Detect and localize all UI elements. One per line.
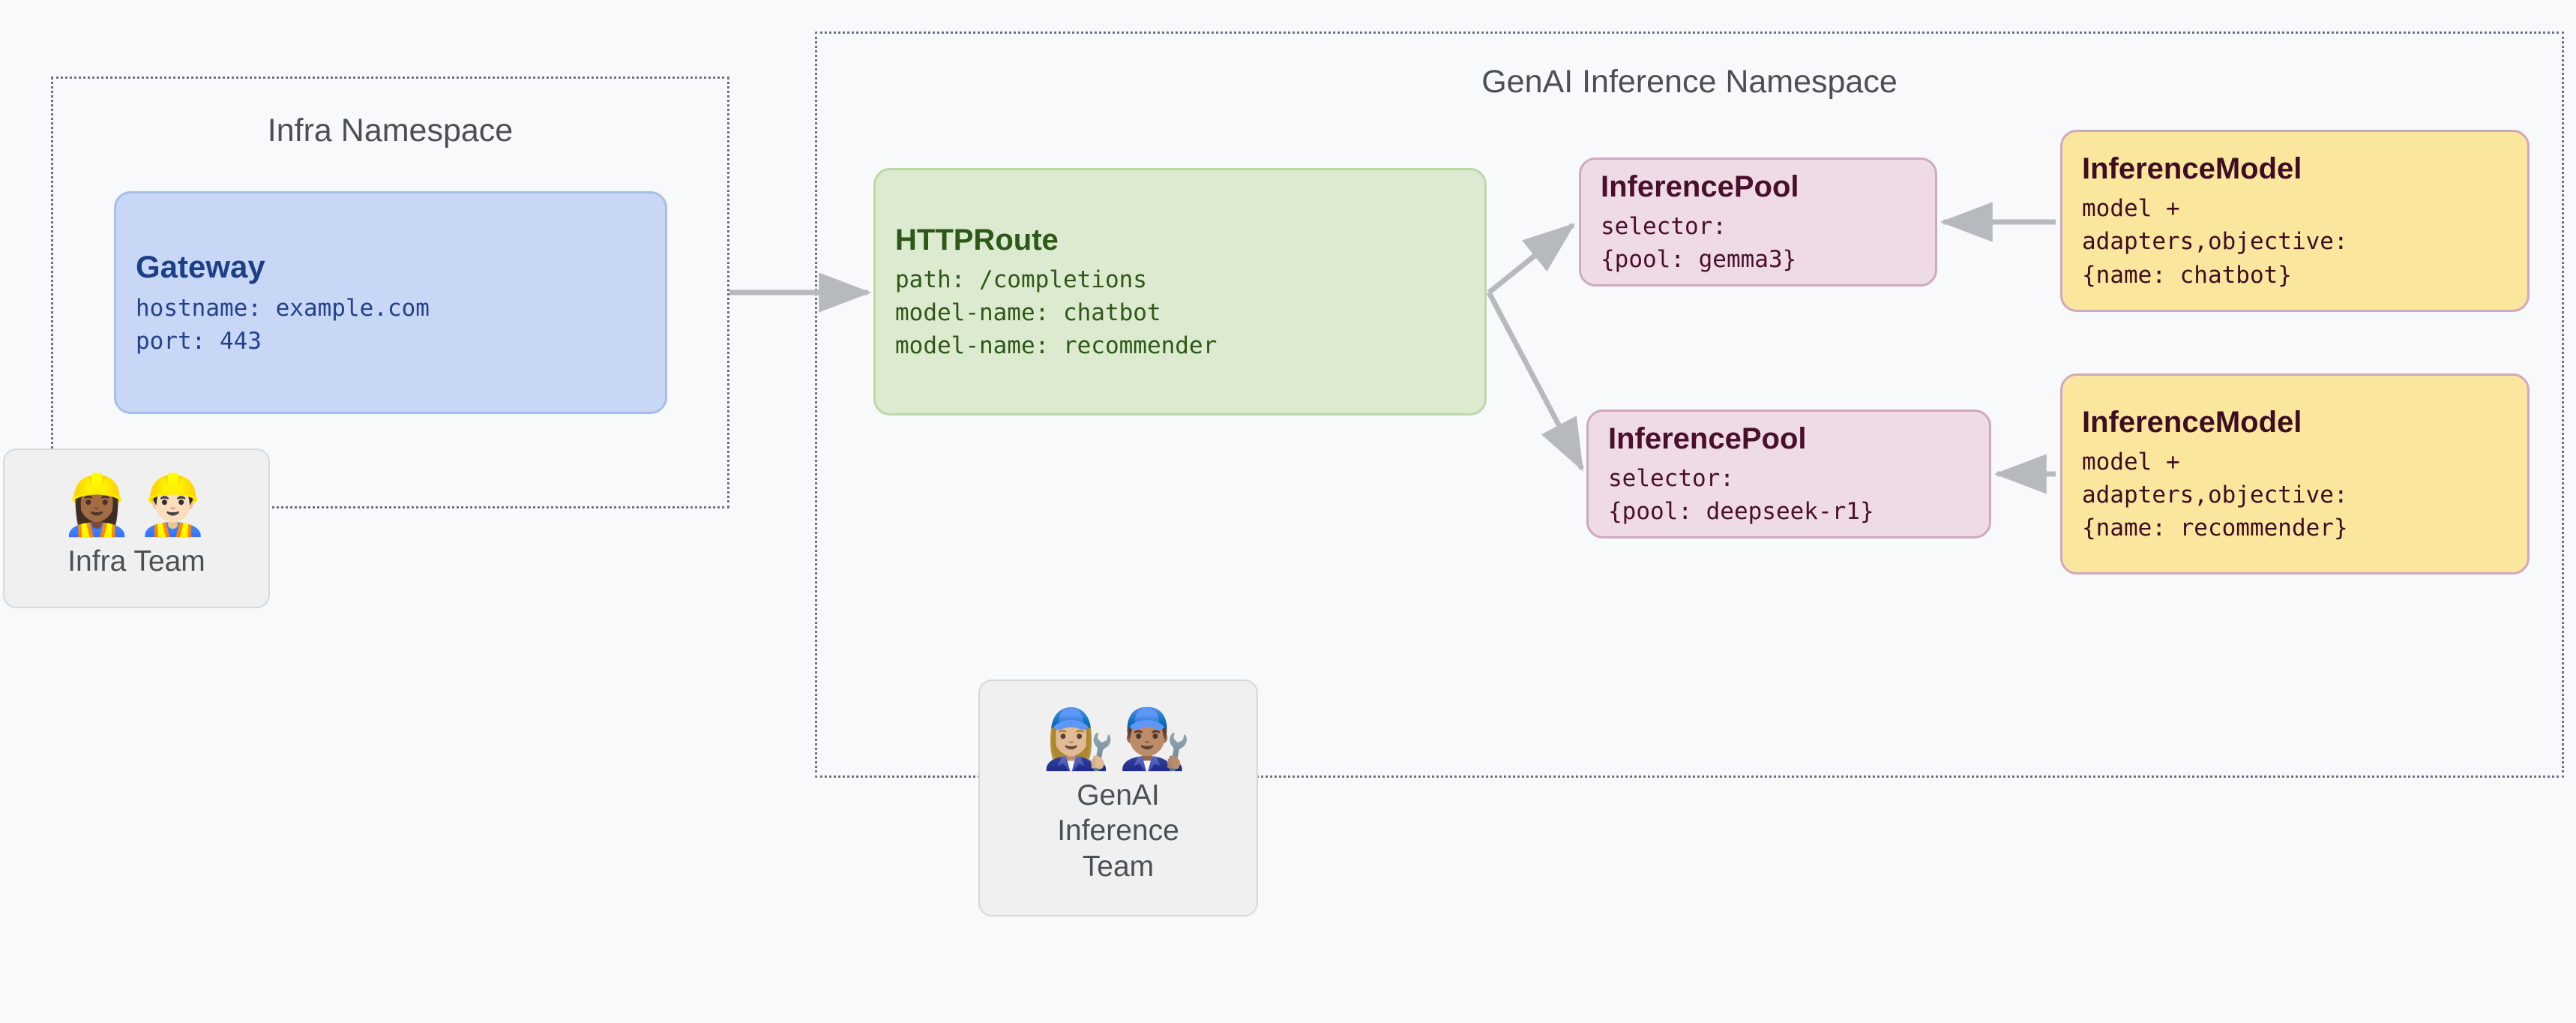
mechanic-pair-icon: 👩🏼‍🔧👨🏽‍🔧 xyxy=(1042,705,1194,772)
team-card-genai-label-line-1: GenAI xyxy=(1077,778,1160,812)
team-card-infra[interactable]: 👷🏾‍♀️👷🏻‍♂️ Infra Team xyxy=(3,448,270,608)
namespace-genai-inference-title: GenAI Inference Namespace xyxy=(1481,64,1898,100)
inferencemodel-chatbot-title: InferenceModel xyxy=(2082,152,2302,186)
httproute-title: HTTPRoute xyxy=(895,223,1059,256)
inferencemodel-recommender-line-name: {name: recommender} xyxy=(2082,514,2348,542)
gateway-title: Gateway xyxy=(136,249,265,285)
httproute-line-model-name-recommender: model-name: recommender xyxy=(895,332,1218,359)
node-inferencemodel-recommender[interactable]: InferenceModel model + adapters,objectiv… xyxy=(2060,374,2530,574)
inferencemodel-recommender-line-model: model + xyxy=(2082,448,2180,476)
node-inferencemodel-chatbot[interactable]: InferenceModel model + adapters,objectiv… xyxy=(2060,130,2530,312)
inferencemodel-chatbot-line-model: model + xyxy=(2082,195,2180,223)
httproute-line-model-name-chatbot: model-name: chatbot xyxy=(895,298,1161,326)
namespace-genai-inference xyxy=(815,32,2564,778)
inferencepool-deepseek-line-pool: {pool: deepseek-r1} xyxy=(1608,498,1874,525)
namespace-infra-title: Infra Namespace xyxy=(267,112,514,148)
gateway-line-hostname: hostname: example.com xyxy=(136,294,430,322)
team-card-genai-label-line-2: Inference xyxy=(1057,814,1179,848)
inferencepool-gemma3-title: InferencePool xyxy=(1601,170,1799,203)
team-card-genai-inference-label: GenAI Inference Team xyxy=(1057,778,1179,885)
construction-worker-pair-icon: 👷🏾‍♀️👷🏻‍♂️ xyxy=(60,471,213,538)
inferencepool-deepseek-line-selector: selector: xyxy=(1608,464,1734,492)
team-card-genai-inference[interactable]: 👩🏼‍🔧👨🏽‍🔧 GenAI Inference Team xyxy=(978,680,1258,916)
inferencemodel-recommender-line-adapters: adapters,objective: xyxy=(2082,481,2348,508)
inferencemodel-chatbot-line-adapters: adapters,objective: xyxy=(2082,228,2348,256)
node-inferencepool-gemma3[interactable]: InferencePool selector: {pool: gemma3} xyxy=(1579,158,1937,286)
node-gateway[interactable]: Gateway hostname: example.com port: 443 xyxy=(114,191,667,414)
node-inferencepool-deepseek-r1[interactable]: InferencePool selector: {pool: deepseek-… xyxy=(1586,410,1991,538)
gateway-line-port: port: 443 xyxy=(136,327,262,355)
team-card-infra-label: Infra Team xyxy=(67,544,205,580)
node-httproute[interactable]: HTTPRoute path: /completions model-name:… xyxy=(873,168,1487,416)
inferencepool-deepseek-title: InferencePool xyxy=(1608,422,1807,455)
namespace-infra xyxy=(51,76,729,508)
httproute-line-path: path: /completions xyxy=(895,266,1147,293)
inferencemodel-recommender-title: InferenceModel xyxy=(2082,405,2302,439)
inferencemodel-chatbot-line-name: {name: chatbot} xyxy=(2082,261,2292,289)
team-card-infra-label-line-1: Infra Team xyxy=(67,544,205,578)
inferencepool-gemma3-line-pool: {pool: gemma3} xyxy=(1601,246,1797,273)
team-card-genai-label-line-3: Team xyxy=(1082,850,1155,883)
inferencepool-gemma3-line-selector: selector: xyxy=(1601,212,1727,240)
